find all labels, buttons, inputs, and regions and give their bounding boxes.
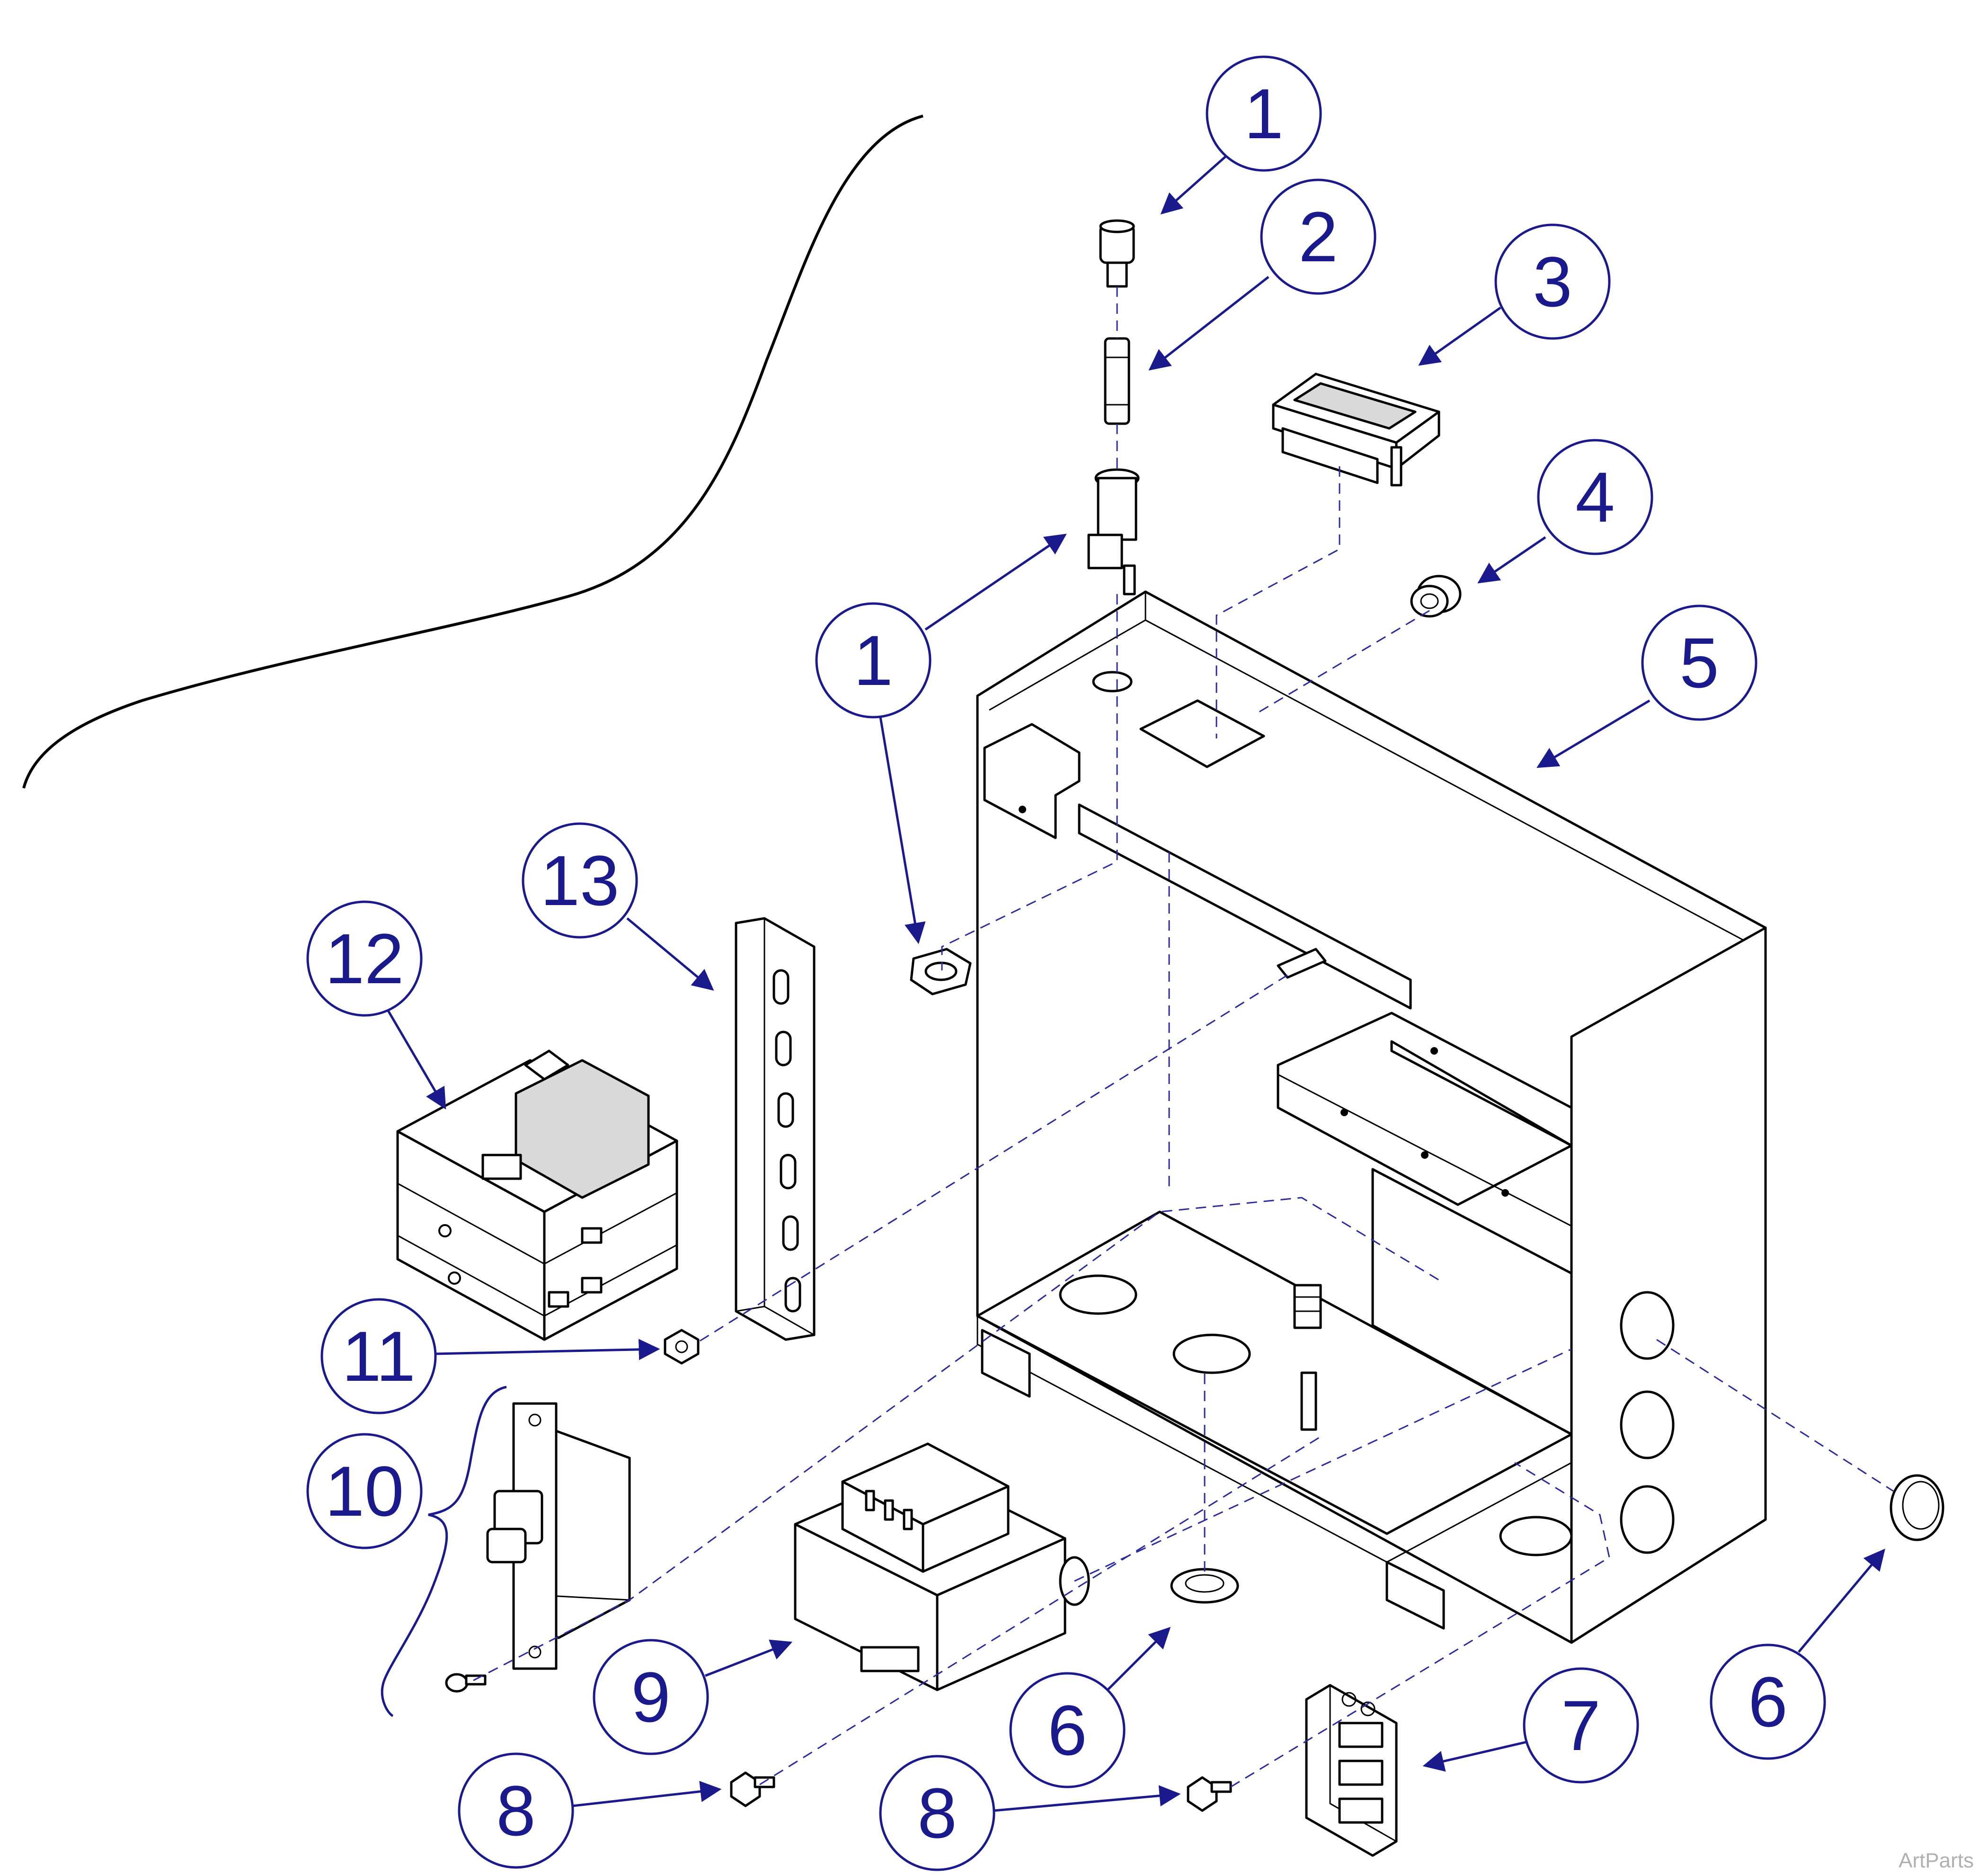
svg-text:4: 4	[1575, 457, 1615, 537]
callout-6-right: 6	[1710, 1548, 1885, 1760]
callout-1-top: 1	[1160, 55, 1322, 214]
transformer	[794, 1442, 1090, 1691]
svg-text:13: 13	[541, 841, 620, 920]
grommet-bottom	[1170, 1568, 1239, 1604]
svg-text:6: 6	[1748, 1662, 1787, 1742]
svg-text:9: 9	[631, 1657, 670, 1737]
terminal-block	[1305, 1684, 1398, 1857]
callout-9: 9	[593, 1639, 793, 1755]
callout-8-right: 8	[879, 1755, 1181, 1871]
callout-6-bottom: 6	[1009, 1626, 1171, 1788]
fuse	[1104, 337, 1130, 425]
callout-10: 10	[306, 1433, 423, 1549]
callout-8-left: 8	[458, 1752, 722, 1869]
svg-text:3: 3	[1533, 242, 1572, 321]
svg-text:7: 7	[1561, 1686, 1600, 1765]
grommet-side	[1890, 1474, 1944, 1541]
callout-7: 7	[1422, 1667, 1639, 1784]
svg-text:2: 2	[1298, 197, 1338, 276]
svg-text:8: 8	[917, 1773, 957, 1853]
screw-right	[1187, 1776, 1232, 1812]
standoff	[1293, 1284, 1322, 1431]
panel-nut	[910, 948, 972, 995]
callout-2: 2	[1148, 178, 1376, 371]
svg-text:1: 1	[853, 621, 893, 700]
assembly-lines	[473, 286, 1894, 1788]
strain-relief-bushing	[1410, 575, 1462, 618]
hex-nut	[664, 1329, 700, 1365]
din-rail	[735, 917, 816, 1341]
svg-text:12: 12	[325, 919, 404, 998]
callout-11: 11	[320, 1298, 660, 1414]
svg-text:6: 6	[1047, 1690, 1087, 1770]
callout-4: 4	[1477, 439, 1653, 584]
fuse-holder-body	[1087, 468, 1140, 595]
callout-13: 13	[522, 822, 714, 991]
svg-text:11: 11	[342, 1316, 416, 1396]
callout-1-mid: 1	[815, 533, 1067, 944]
callout-5: 5	[1536, 604, 1757, 768]
watermark-text: ArtParts	[1899, 1849, 1974, 1872]
svg-text:10: 10	[325, 1451, 404, 1531]
group-bracket	[381, 1386, 507, 1717]
fuse-holder-cap	[1099, 219, 1135, 288]
svg-text:1: 1	[1244, 74, 1283, 153]
rocker-switch	[1272, 373, 1440, 487]
enclosure-box	[976, 590, 1767, 1644]
cut-line	[22, 115, 923, 789]
callout-12: 12	[306, 900, 446, 1110]
callout-3: 3	[1418, 223, 1611, 366]
svg-text:8: 8	[496, 1771, 535, 1850]
svg-text:5: 5	[1679, 623, 1719, 702]
contactor-relay	[396, 1049, 678, 1341]
screw-left	[730, 1771, 775, 1807]
toggle-switch	[486, 1402, 631, 1670]
stud	[1277, 948, 1327, 979]
